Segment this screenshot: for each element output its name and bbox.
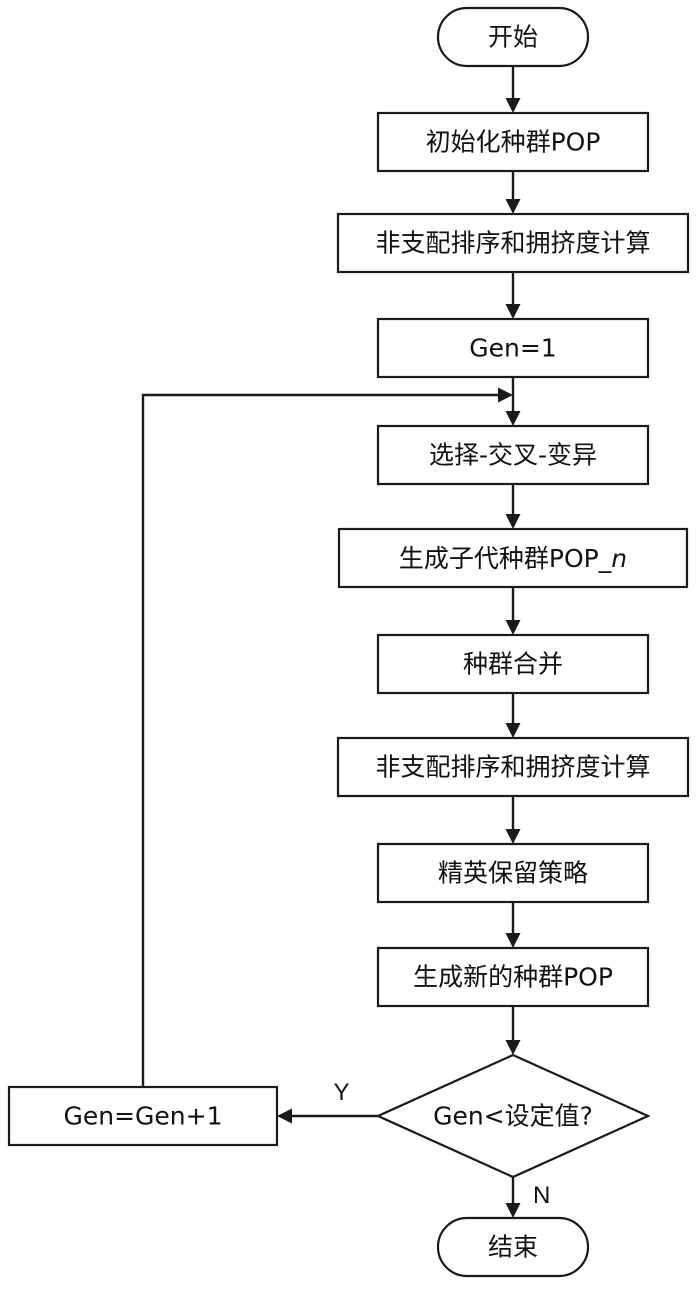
loop-back-line xyxy=(141,393,499,1087)
arrowhead xyxy=(505,620,521,635)
node-init: 初始化种群POP xyxy=(376,111,650,173)
process-box xyxy=(376,842,650,904)
edge-sxm-to-offspring xyxy=(505,484,521,529)
process-box xyxy=(376,946,650,1008)
node-label-italic: n xyxy=(611,544,627,573)
arrowhead xyxy=(505,98,521,113)
node-end: 结束 xyxy=(436,1216,590,1278)
node-label: 非支配排序和拥挤度计算 xyxy=(375,753,650,782)
edge-init-to-sort1 xyxy=(505,171,521,214)
node-label: 生成新的种群POP xyxy=(413,963,613,992)
node-label: 非支配排序和拥挤度计算 xyxy=(375,229,650,258)
node-offspring: 生成子代种群POP_n xyxy=(337,527,689,589)
node-decision: Gen<设定值? xyxy=(375,1053,651,1179)
edge-start-to-init xyxy=(505,66,521,113)
edge-gen1-to-sxm xyxy=(505,377,521,426)
process-box xyxy=(336,212,690,274)
process-box xyxy=(376,111,650,173)
arrowhead xyxy=(505,304,521,319)
arrowhead xyxy=(505,514,521,529)
edge-newpop-to-decision xyxy=(505,1006,521,1055)
node-label: 生成子代种群POP_n xyxy=(399,544,627,573)
node-label: 初始化种群POP xyxy=(426,128,601,157)
node-label: 开始 xyxy=(488,23,538,52)
process-box xyxy=(337,527,689,589)
arrowhead xyxy=(505,829,521,844)
arrowhead xyxy=(505,199,521,214)
arrowhead xyxy=(505,1203,521,1218)
arrowhead xyxy=(505,723,521,738)
decision-diamond xyxy=(375,1053,651,1179)
edge-sort2-to-elite xyxy=(505,796,521,844)
node-label: 选择-交叉-变异 xyxy=(429,441,597,470)
node-label-main: 生成子代种群POP_ xyxy=(399,544,612,573)
edge-decision-to-inc xyxy=(277,1108,378,1124)
edge-inc-to-sxm xyxy=(141,387,513,1087)
arrowhead xyxy=(498,387,513,403)
node-start: 开始 xyxy=(436,6,590,68)
node-label: 结束 xyxy=(488,1233,538,1262)
node-label: 精英保留策略 xyxy=(438,859,588,888)
node-gen1: Gen=1 xyxy=(376,317,650,379)
arrowhead xyxy=(505,933,521,948)
node-label: Gen=1 xyxy=(469,334,556,363)
terminal-shape xyxy=(436,1216,590,1278)
node-newpop: 生成新的种群POP xyxy=(376,946,650,1008)
arrowhead xyxy=(277,1108,292,1124)
terminal-shape xyxy=(436,6,590,68)
arrowhead xyxy=(505,411,521,426)
edge-decision-to-end xyxy=(505,1177,521,1218)
process-box xyxy=(376,633,650,695)
process-box xyxy=(376,317,650,379)
node-label: Gen=Gen+1 xyxy=(64,1102,223,1131)
node-inc: Gen=Gen+1 xyxy=(7,1085,279,1147)
edge-offspring-to-merge xyxy=(505,587,521,635)
edge-label-n: N xyxy=(533,1182,550,1209)
node-sxm: 选择-交叉-变异 xyxy=(376,424,650,486)
arrowhead xyxy=(505,1040,521,1055)
process-box xyxy=(376,424,650,486)
node-merge: 种群合并 xyxy=(376,633,650,695)
edge-merge-to-sort2 xyxy=(505,693,521,738)
edge-labels-layer: YN xyxy=(333,1079,550,1209)
node-label: 种群合并 xyxy=(463,650,563,679)
edges-layer xyxy=(141,66,521,1218)
process-box xyxy=(7,1085,279,1147)
node-elite: 精英保留策略 xyxy=(376,842,650,904)
node-sort1: 非支配排序和拥挤度计算 xyxy=(336,212,690,274)
edge-label-y: Y xyxy=(333,1079,349,1106)
node-label: Gen<设定值? xyxy=(433,1102,593,1131)
edge-elite-to-newpop xyxy=(505,902,521,948)
node-sort2: 非支配排序和拥挤度计算 xyxy=(336,736,690,798)
edge-sort1-to-gen1 xyxy=(505,272,521,319)
process-box xyxy=(336,736,690,798)
